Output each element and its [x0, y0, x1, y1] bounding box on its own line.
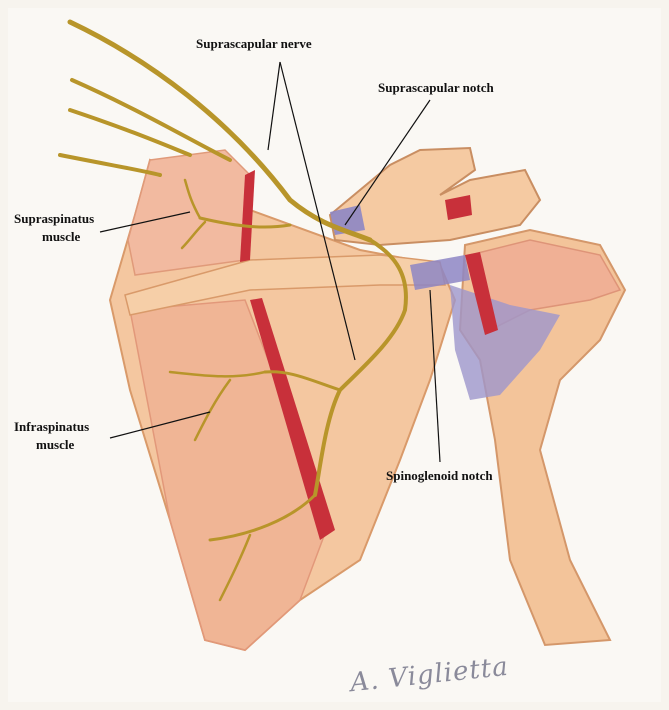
label-supraspinatus-muscle: muscle	[42, 229, 80, 245]
label-infraspinatus-muscle: muscle	[36, 437, 74, 453]
label-suprascapular-notch: Suprascapular notch	[378, 80, 494, 96]
label-supraspinatus: Supraspinatus	[14, 211, 94, 227]
label-spinoglenoid-notch: Spinoglenoid notch	[386, 468, 493, 484]
label-infraspinatus: Infraspinatus	[14, 419, 89, 435]
label-suprascapular-nerve: Suprascapular nerve	[196, 36, 312, 52]
